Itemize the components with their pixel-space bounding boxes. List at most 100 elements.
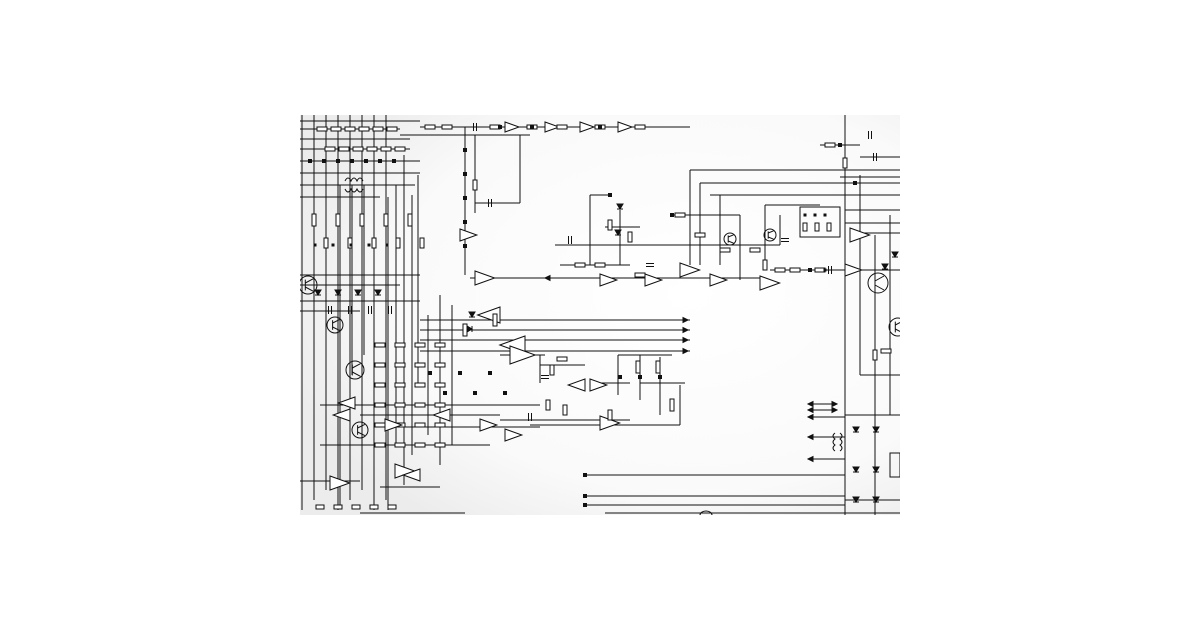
diode xyxy=(468,311,476,318)
resistor xyxy=(414,382,426,388)
resistor xyxy=(324,146,336,152)
transistor-lead xyxy=(728,240,734,244)
op-amp xyxy=(759,275,782,291)
transformer-coil xyxy=(832,432,836,452)
transistor-lead xyxy=(352,371,361,377)
op-amp xyxy=(849,227,872,243)
resistor xyxy=(414,362,426,368)
op-amp xyxy=(679,262,702,278)
resistor xyxy=(359,213,365,227)
op-amp xyxy=(331,408,351,422)
resistor xyxy=(351,504,361,510)
resistor xyxy=(424,124,436,130)
resistor xyxy=(434,342,446,348)
op-amp xyxy=(589,378,609,392)
resistor xyxy=(789,267,801,273)
resistor xyxy=(395,237,401,249)
resistor xyxy=(749,247,761,253)
transistor-lead xyxy=(357,431,366,437)
transistor-lead xyxy=(874,284,885,291)
junction-dot xyxy=(658,375,662,379)
transistor-lead xyxy=(332,326,341,332)
op-amp xyxy=(336,396,356,410)
resistor xyxy=(669,398,675,412)
resistor xyxy=(372,126,384,132)
resistor xyxy=(414,422,426,428)
op-amp xyxy=(479,418,499,432)
junction-dot xyxy=(813,213,817,217)
diode xyxy=(872,466,880,473)
terminal-arrow xyxy=(831,400,839,408)
resistor xyxy=(366,146,378,152)
resistor xyxy=(594,262,606,268)
junction-dot xyxy=(670,213,674,217)
resistor xyxy=(335,213,341,227)
junction-dot xyxy=(364,159,368,163)
diode xyxy=(872,496,880,503)
junction-dot xyxy=(583,473,587,477)
terminal-arrow xyxy=(806,455,814,463)
junction-dot xyxy=(392,159,396,163)
resistor xyxy=(374,382,386,388)
junction-dot xyxy=(308,159,312,163)
circuit-schematic xyxy=(300,115,900,515)
transistor xyxy=(345,360,365,380)
transistor-lead xyxy=(874,275,885,282)
resistor xyxy=(369,504,379,510)
resistor xyxy=(414,442,426,448)
terminal-arrow xyxy=(543,274,551,282)
resistor xyxy=(762,259,768,271)
transistor xyxy=(867,272,889,294)
junction-dot xyxy=(443,391,447,395)
resistor xyxy=(842,157,848,169)
resistor xyxy=(627,231,633,243)
junction-dot xyxy=(463,220,467,224)
resistor xyxy=(374,422,386,428)
diode xyxy=(334,289,342,296)
junction-dot xyxy=(322,159,326,163)
junction-dot xyxy=(458,371,462,375)
junction-dot xyxy=(336,159,340,163)
transformer-coil xyxy=(839,432,843,452)
block-outline xyxy=(889,452,900,478)
resistor xyxy=(607,409,613,421)
resistor xyxy=(719,247,731,253)
junction-dot xyxy=(530,125,534,129)
resistor xyxy=(371,237,377,249)
junction-dot xyxy=(463,244,467,248)
junction-dot xyxy=(367,243,371,247)
resistor xyxy=(634,124,646,130)
junction-dot xyxy=(463,196,467,200)
resistor xyxy=(383,213,389,227)
junction-dot xyxy=(853,181,857,185)
resistor xyxy=(434,402,446,408)
junction-dot xyxy=(350,159,354,163)
resistor xyxy=(872,349,878,361)
resistor xyxy=(826,222,832,232)
resistor xyxy=(545,399,551,411)
resistor xyxy=(387,504,397,510)
junction-dot xyxy=(583,503,587,507)
op-amp xyxy=(579,121,596,133)
paper-background xyxy=(300,115,900,515)
op-amp xyxy=(599,273,619,287)
junction-dot xyxy=(638,375,642,379)
resistor xyxy=(492,313,498,327)
junction-dot xyxy=(331,243,335,247)
resistor xyxy=(344,126,356,132)
resistor xyxy=(352,146,364,152)
junction-dot xyxy=(608,193,612,197)
resistor xyxy=(694,232,706,238)
diode xyxy=(616,203,624,210)
resistor xyxy=(635,360,641,374)
resistor xyxy=(374,362,386,368)
resistor xyxy=(814,222,820,232)
diode xyxy=(614,229,622,236)
op-amp xyxy=(504,428,524,442)
resistor xyxy=(802,222,808,232)
junction-dot xyxy=(838,143,842,147)
resistor xyxy=(441,124,453,130)
resistor xyxy=(374,342,386,348)
junction-dot xyxy=(498,125,502,129)
resistor xyxy=(407,213,413,227)
